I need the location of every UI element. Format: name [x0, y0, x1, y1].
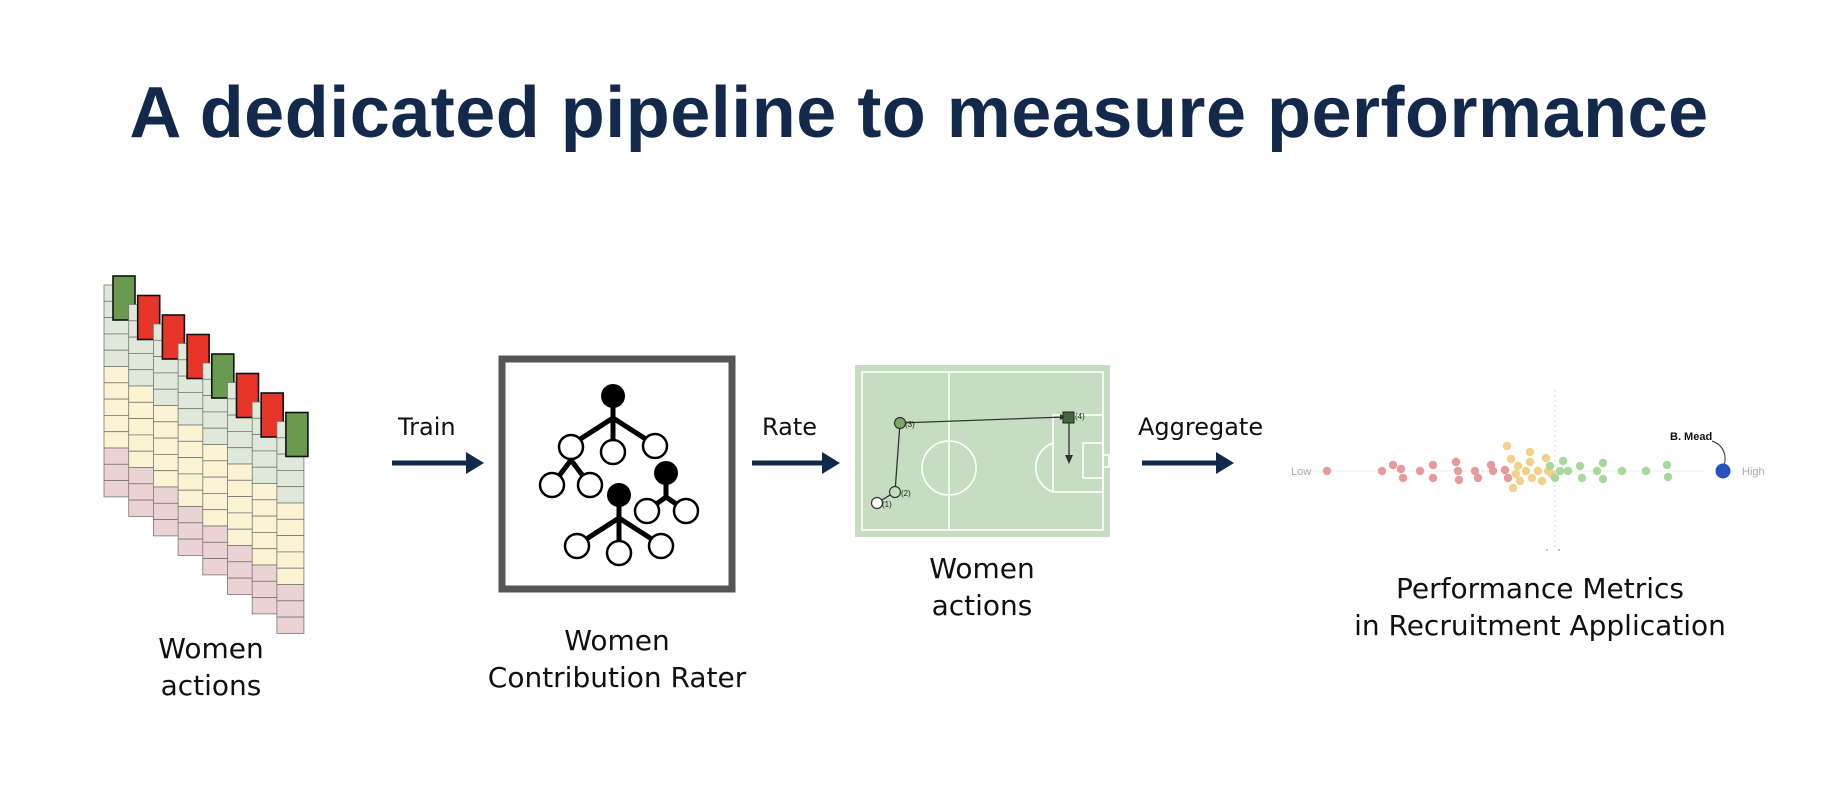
- actions-table-caption: Women actions: [131, 630, 291, 704]
- rate-arrow: [752, 452, 840, 474]
- axis-low-label: Low: [1291, 466, 1311, 478]
- action-table: [202, 353, 235, 576]
- rater-caption: Women Contribution Rater: [467, 622, 767, 696]
- metrics-caption-line2: in Recruitment Application: [1354, 609, 1726, 642]
- axis-high-label: High: [1742, 466, 1765, 478]
- action-table: [227, 372, 260, 595]
- player-dot: [1415, 466, 1425, 476]
- pitch-caption: Women actions: [902, 550, 1062, 624]
- player-dot: [1500, 465, 1510, 475]
- player-dot: [1515, 476, 1525, 486]
- rater-caption-line1: Women: [564, 624, 670, 657]
- player-dot: [1428, 460, 1438, 470]
- player-dot: [1506, 454, 1516, 464]
- pitch-marker-4: (4): [1075, 412, 1085, 421]
- player-dot: [1541, 453, 1551, 463]
- player-dot: [1555, 466, 1565, 476]
- player-dot: [1470, 466, 1480, 476]
- actions-table-caption-line2: actions: [160, 669, 262, 702]
- player-dot: [1388, 460, 1398, 470]
- train-label: Train: [398, 413, 456, 441]
- player-dot: [1453, 466, 1463, 476]
- action-tables-stack: [103, 275, 309, 634]
- action-table: [128, 294, 161, 517]
- player-dot: [1322, 466, 1332, 476]
- metrics-caption: Performance Metrics in Recruitment Appli…: [1340, 570, 1740, 644]
- football-pitch: (1) (2) (3) (4): [855, 365, 1110, 537]
- player-dot: [1454, 475, 1464, 485]
- player-dot: [1641, 466, 1651, 476]
- player-dot: [1503, 473, 1513, 483]
- player-dot: [1502, 441, 1512, 451]
- rater-caption-line2: Contribution Rater: [487, 661, 747, 694]
- highlight-player-dot: [1715, 463, 1731, 479]
- aggregate-arrow: [1142, 452, 1234, 474]
- rate-label: Rate: [762, 413, 818, 441]
- performance-beeswarm: Low High B. Mead: [1291, 390, 1765, 551]
- player-dot: [1598, 474, 1608, 484]
- action-table: [276, 411, 309, 634]
- metrics-caption-line1: Performance Metrics: [1396, 572, 1684, 605]
- actions-table-caption-line1: Women: [158, 632, 264, 665]
- contribution-rater-box: [498, 355, 736, 593]
- pitch-caption-line2: actions: [931, 589, 1033, 622]
- pitch-marker-3: (3): [905, 420, 915, 429]
- player-dot: [1558, 456, 1568, 466]
- player-dot: [1662, 460, 1672, 470]
- pitch-marker-1: (1): [882, 500, 892, 509]
- aggregate-label: Aggregate: [1138, 413, 1264, 441]
- pitch-caption-line1: Women: [929, 552, 1035, 585]
- player-dot: [1488, 466, 1498, 476]
- player-dot: [1428, 473, 1438, 483]
- player-dot: [1451, 457, 1461, 467]
- player-dot: [1592, 466, 1602, 476]
- highlight-player-label: B. Mead: [1670, 431, 1712, 443]
- player-dot: [1396, 464, 1406, 474]
- player-dot: [1563, 466, 1573, 476]
- player-dot: [1525, 447, 1535, 457]
- player-dot: [1511, 469, 1521, 479]
- player-dot: [1533, 466, 1543, 476]
- player-dot: [1577, 473, 1587, 483]
- player-dot: [1508, 483, 1518, 493]
- player-dot: [1513, 461, 1523, 471]
- player-dot: [1598, 458, 1608, 468]
- train-arrow: [392, 452, 484, 474]
- action-card: [285, 411, 309, 458]
- player-dot: [1377, 466, 1387, 476]
- player-dot: [1617, 466, 1627, 476]
- page-title: A dedicated pipeline to measure performa…: [129, 73, 1709, 153]
- action-table: [177, 333, 210, 556]
- player-dot: [1575, 461, 1585, 471]
- player-dot: [1550, 473, 1560, 483]
- player-dot: [1527, 473, 1537, 483]
- player-dot: [1398, 473, 1408, 483]
- player-dot: [1473, 473, 1483, 483]
- player-dot: [1525, 457, 1535, 467]
- player-dot: [1663, 472, 1673, 482]
- player-dot: [1545, 461, 1555, 471]
- player-dot: [1521, 466, 1531, 476]
- pitch-marker-2: (2): [901, 489, 911, 498]
- action-table: [103, 275, 136, 498]
- player-dot: [1537, 476, 1547, 486]
